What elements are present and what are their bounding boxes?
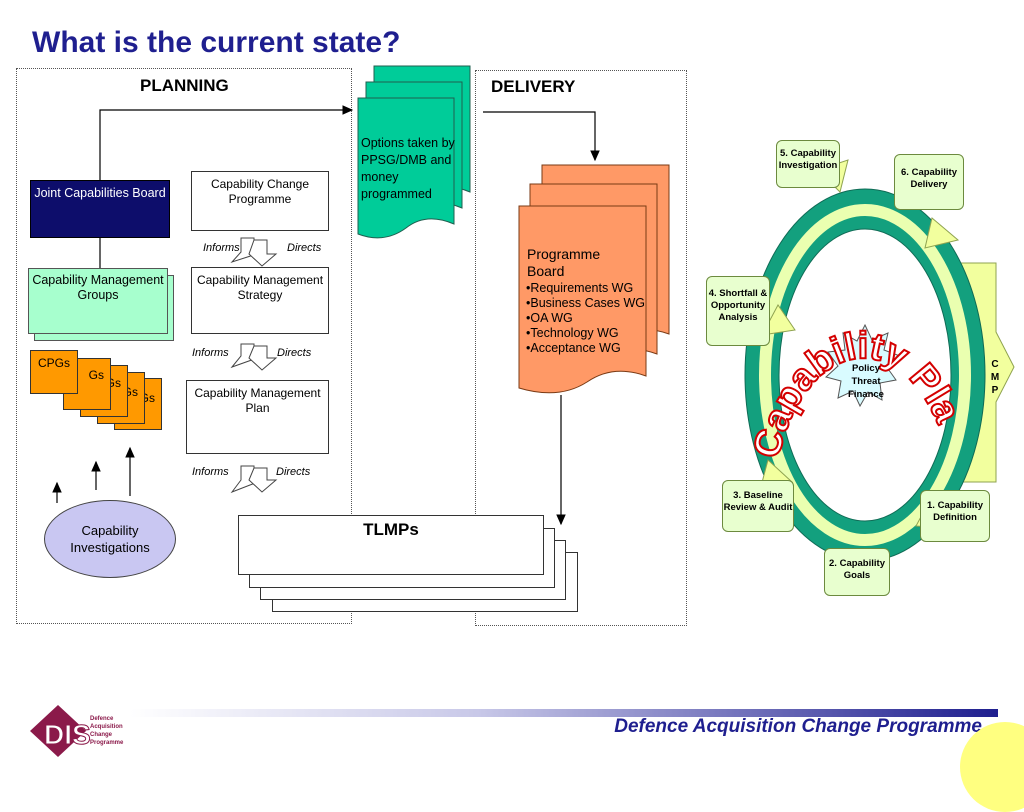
delivery-heading: DELIVERY <box>491 77 576 96</box>
capability-management-plan: Capability Management Plan <box>186 380 329 454</box>
programme-board-title: Programme Board <box>527 246 601 279</box>
cmp-letter: M <box>990 372 1000 383</box>
logo-text: DIS <box>44 719 91 750</box>
wg-list: •Requirements WG •Business Cases WG •OA … <box>526 281 645 356</box>
step-capability-goals: 2. Capability Goals <box>824 548 890 596</box>
center-threat: Threat <box>851 376 881 387</box>
wg-item: •Acceptance WG <box>526 341 621 355</box>
step-baseline-review: 3. Baseline Review & Audit <box>722 480 794 532</box>
down-arrow-3 <box>248 467 278 493</box>
capability-management-strategy: Capability Management Strategy <box>191 267 329 334</box>
logo-line: Programme <box>90 740 124 746</box>
directs-label-1: Directs <box>287 242 322 254</box>
directs-label-2: Directs <box>277 347 312 359</box>
capability-change-programme: Capability Change Programme <box>191 171 329 231</box>
dis-logo: DIS Defence Acquisition Change Programme <box>30 705 124 757</box>
logo-line: Acquisition <box>90 724 123 730</box>
ring-arrowhead <box>924 217 960 249</box>
ring-arrowhead <box>761 304 796 336</box>
page-title: What is the current state? <box>32 26 401 59</box>
logo-line: Change <box>90 732 113 738</box>
center-policy: Policy <box>852 363 880 374</box>
planning-heading: PLANNING <box>140 76 229 95</box>
wg-item: •Technology WG <box>526 326 619 340</box>
center-finance: Finance <box>848 389 884 400</box>
connector-lines <box>52 105 600 526</box>
cpgs-card: CPGs <box>30 350 78 394</box>
tlmps-sheet: TLMPs <box>238 515 544 575</box>
delivery-panel <box>475 70 687 626</box>
arrow-ring <box>759 204 971 546</box>
cmp-letters: C M P <box>988 358 1002 397</box>
joint-capabilities-board: Joint Capabilities Board <box>30 180 170 238</box>
footer-rule <box>130 709 998 717</box>
footer-tagline: Defence Acquisition Change Programme <box>614 716 982 737</box>
programme-board-document-stack <box>518 164 670 394</box>
informs-label-1: Informs <box>203 242 240 254</box>
directs-label-3: Directs <box>276 466 311 478</box>
wg-item: •OA WG <box>526 311 573 325</box>
center-starburst <box>824 323 902 408</box>
jcb-to-options-arrow <box>99 105 354 180</box>
step-capability-investigation: 5. Capability Investigation <box>776 140 840 188</box>
step-capability-definition: 1. Capability Definition <box>920 490 990 542</box>
delivery-to-board-arrow <box>483 111 600 162</box>
down-arrow-1 <box>248 239 278 267</box>
options-document-text: Options taken by PPSG/DMB and money prog… <box>361 136 455 201</box>
center-text: Policy Threat Finance <box>841 362 891 401</box>
step-capability-delivery: 6. Capability Delivery <box>894 154 964 210</box>
informs-label-3: Informs <box>192 466 229 478</box>
logo-line: Defence <box>90 716 114 722</box>
logo-diamond <box>30 705 86 757</box>
capability-investigations: Capability Investigations <box>44 500 176 578</box>
cmp-letter: C <box>991 359 999 370</box>
informs-label-2: Informs <box>192 347 229 359</box>
capability-management-groups: Capability Management Groups <box>28 268 168 334</box>
options-document-stack <box>357 65 471 239</box>
planning-panel <box>16 68 352 624</box>
down-arrow-2 <box>248 345 278 371</box>
wg-item: •Business Cases WG <box>526 296 645 310</box>
wg-item: •Requirements WG <box>526 281 634 295</box>
cmp-letter: P <box>991 385 999 396</box>
step-shortfall-analysis: 4. Shortfall & Opportunity Analysis <box>706 276 770 346</box>
